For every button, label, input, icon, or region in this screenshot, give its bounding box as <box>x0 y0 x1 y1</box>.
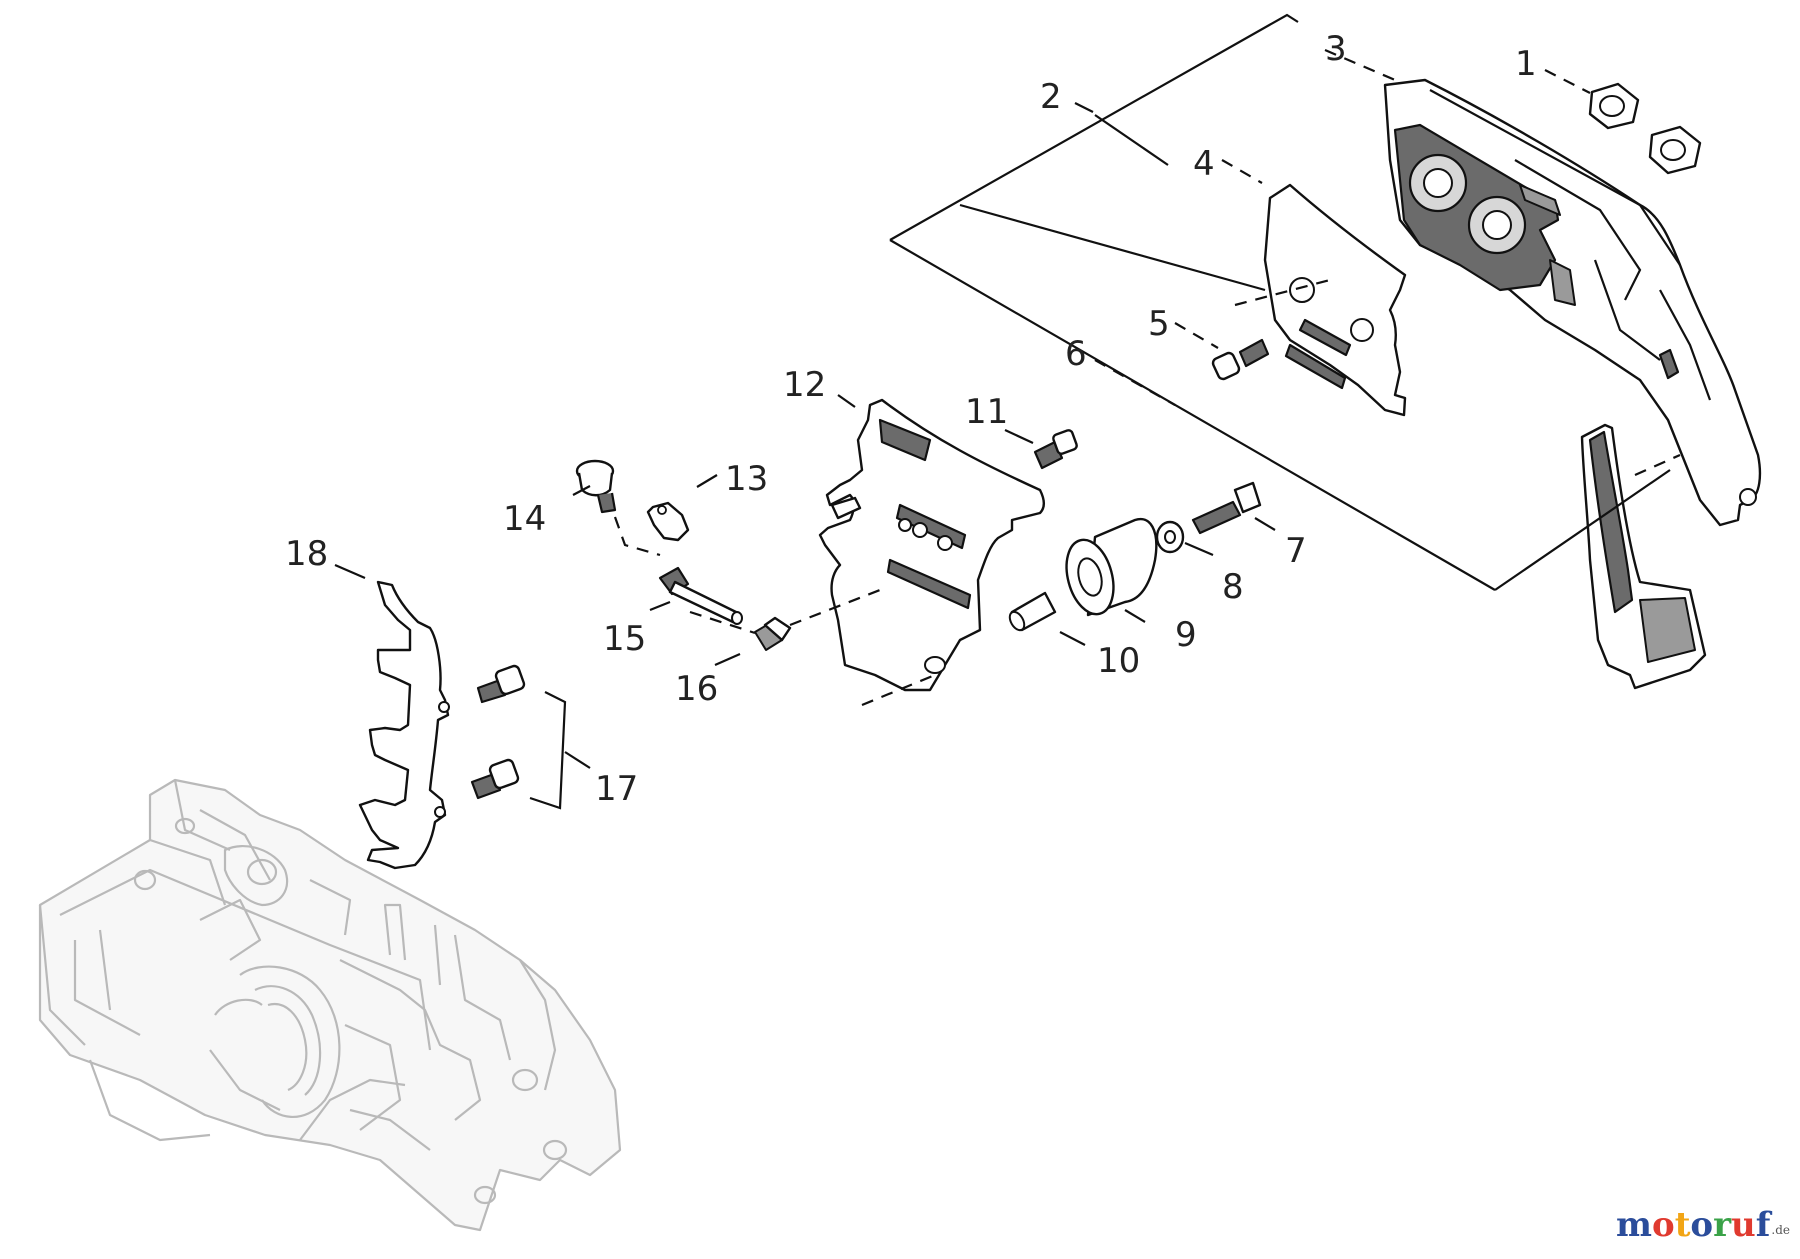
guide-slide-part <box>1580 423 1707 690</box>
watermark-letter: u <box>1731 1205 1756 1245</box>
callout-15: 15 <box>603 619 646 659</box>
watermark-tld: .de <box>1771 1223 1790 1237</box>
sleeve-pin-part <box>1008 591 1057 632</box>
callout-9: 9 <box>1175 615 1197 655</box>
spacer-roller-part <box>1065 517 1158 617</box>
watermark-letter: f <box>1755 1205 1771 1245</box>
watermark-letter: r <box>1713 1205 1732 1245</box>
callout-14: 14 <box>503 499 546 539</box>
callout-labels: 1 2 3 4 5 6 7 8 9 10 11 12 13 14 15 16 1… <box>285 29 1537 809</box>
watermark-letter: o <box>1690 1205 1714 1245</box>
callout-17: 17 <box>595 769 638 809</box>
engine-housing-ghost <box>38 778 622 1232</box>
callout-3: 3 <box>1325 29 1347 69</box>
callout-6: 6 <box>1065 334 1087 374</box>
callout-12: 12 <box>783 365 826 405</box>
tensioner-knob-part <box>575 459 617 514</box>
callout-11: 11 <box>965 392 1008 432</box>
callout-2: 2 <box>1040 77 1062 117</box>
bar-nuts-part <box>1588 82 1702 175</box>
inner-guide-plate-part <box>818 398 1045 692</box>
callout-8: 8 <box>1222 567 1244 607</box>
watermark-letter: m <box>1616 1205 1652 1245</box>
adjusting-bolt-part <box>658 566 743 625</box>
watermark-letter: t <box>1674 1205 1691 1245</box>
spiked-bumper-part <box>358 580 450 870</box>
callout-16: 16 <box>675 669 718 709</box>
motoruf-watermark-logo: motoruf.de <box>1616 1205 1790 1245</box>
callout-1: 1 <box>1515 44 1537 84</box>
plate-screw-part <box>1033 429 1078 470</box>
outer-guide-plate-part <box>1263 183 1407 417</box>
plate-bolt-part <box>1211 338 1270 381</box>
washer-part <box>1155 520 1185 554</box>
sprocket-cover-part <box>1383 78 1762 527</box>
watermark-letter: o <box>1652 1205 1675 1245</box>
guard-screw-part <box>1191 481 1262 535</box>
callout-5: 5 <box>1148 304 1170 344</box>
callout-18: 18 <box>285 534 328 574</box>
callout-7: 7 <box>1285 531 1307 571</box>
callout-13: 13 <box>725 459 768 499</box>
leader-lines <box>334 48 1681 810</box>
callout-4: 4 <box>1193 144 1215 184</box>
tension-plate-part <box>646 501 690 542</box>
adjuster-nut-part <box>754 616 792 651</box>
bumper-screws-part <box>470 664 526 800</box>
callout-10: 10 <box>1097 641 1140 681</box>
guide-bar-outline <box>889 13 1671 591</box>
